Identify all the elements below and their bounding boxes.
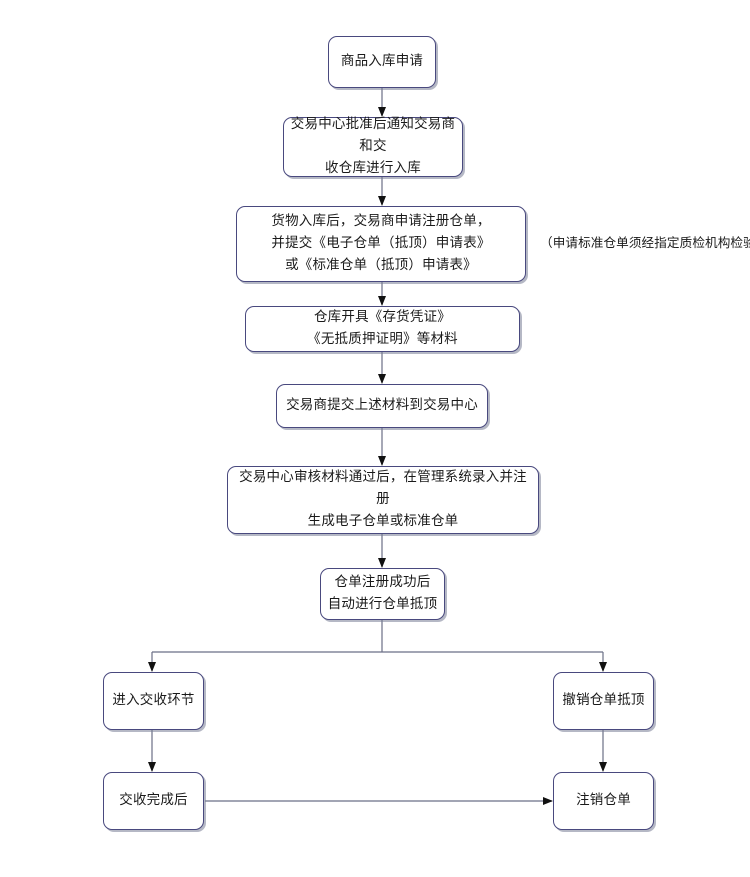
node-label: 交收完成后: [119, 792, 188, 809]
node-deregister-warehouse-receipt[interactable]: 注销仓单: [553, 772, 654, 830]
node-warehouse-issues-certificates[interactable]: 仓库开具《存货凭证》 《无抵质押证明》等材料: [245, 306, 520, 352]
node-label: 进入交收环节: [112, 692, 195, 709]
node-label: 仓库开具《存货凭证》 《无抵质押证明》等材料: [307, 309, 458, 347]
node-enter-delivery-phase[interactable]: 进入交收环节: [103, 672, 204, 730]
node-label: 交易商提交上述材料到交易中心: [286, 397, 478, 414]
node-label: 仓单注册成功后 自动进行仓单抵顶: [327, 574, 438, 612]
node-exchange-center-approval-notice[interactable]: 交易中心批准后通知交易商和交 收仓库进行入库: [283, 116, 463, 177]
node-label: 交易中心批准后通知交易商和交 收仓库进行入库: [290, 116, 456, 176]
node-label: 货物入库后，交易商申请注册仓单， 并提交《电子仓单（抵顶）申请表》 或《标准仓单…: [271, 213, 491, 273]
node-center-reviews-and-registers[interactable]: 交易中心审核材料通过后，在管理系统录入并注册 生成电子仓单或标准仓单: [227, 466, 539, 534]
node-label: 注销仓单: [576, 792, 631, 809]
node-after-delivery-complete[interactable]: 交收完成后: [103, 772, 204, 830]
node-auto-offset-after-registration[interactable]: 仓单注册成功后 自动进行仓单抵顶: [320, 568, 445, 620]
node-label: 撤销仓单抵顶: [562, 692, 645, 709]
node-trader-submits-materials[interactable]: 交易商提交上述材料到交易中心: [276, 384, 488, 428]
node-warehouse-receipt-registration-application[interactable]: 货物入库后，交易商申请注册仓单， 并提交《电子仓单（抵顶）申请表》 或《标准仓单…: [236, 206, 526, 282]
node-label: 交易中心审核材料通过后，在管理系统录入并注册 生成电子仓单或标准仓单: [239, 469, 527, 529]
node-goods-storage-application[interactable]: 商品入库申请: [328, 36, 436, 88]
node-label: 商品入库申请: [340, 53, 424, 70]
standard-receipt-inspection-note: （申请标准仓单须经指定质检机构检验）: [540, 235, 750, 250]
node-cancel-receipt-offset[interactable]: 撤销仓单抵顶: [553, 672, 654, 730]
